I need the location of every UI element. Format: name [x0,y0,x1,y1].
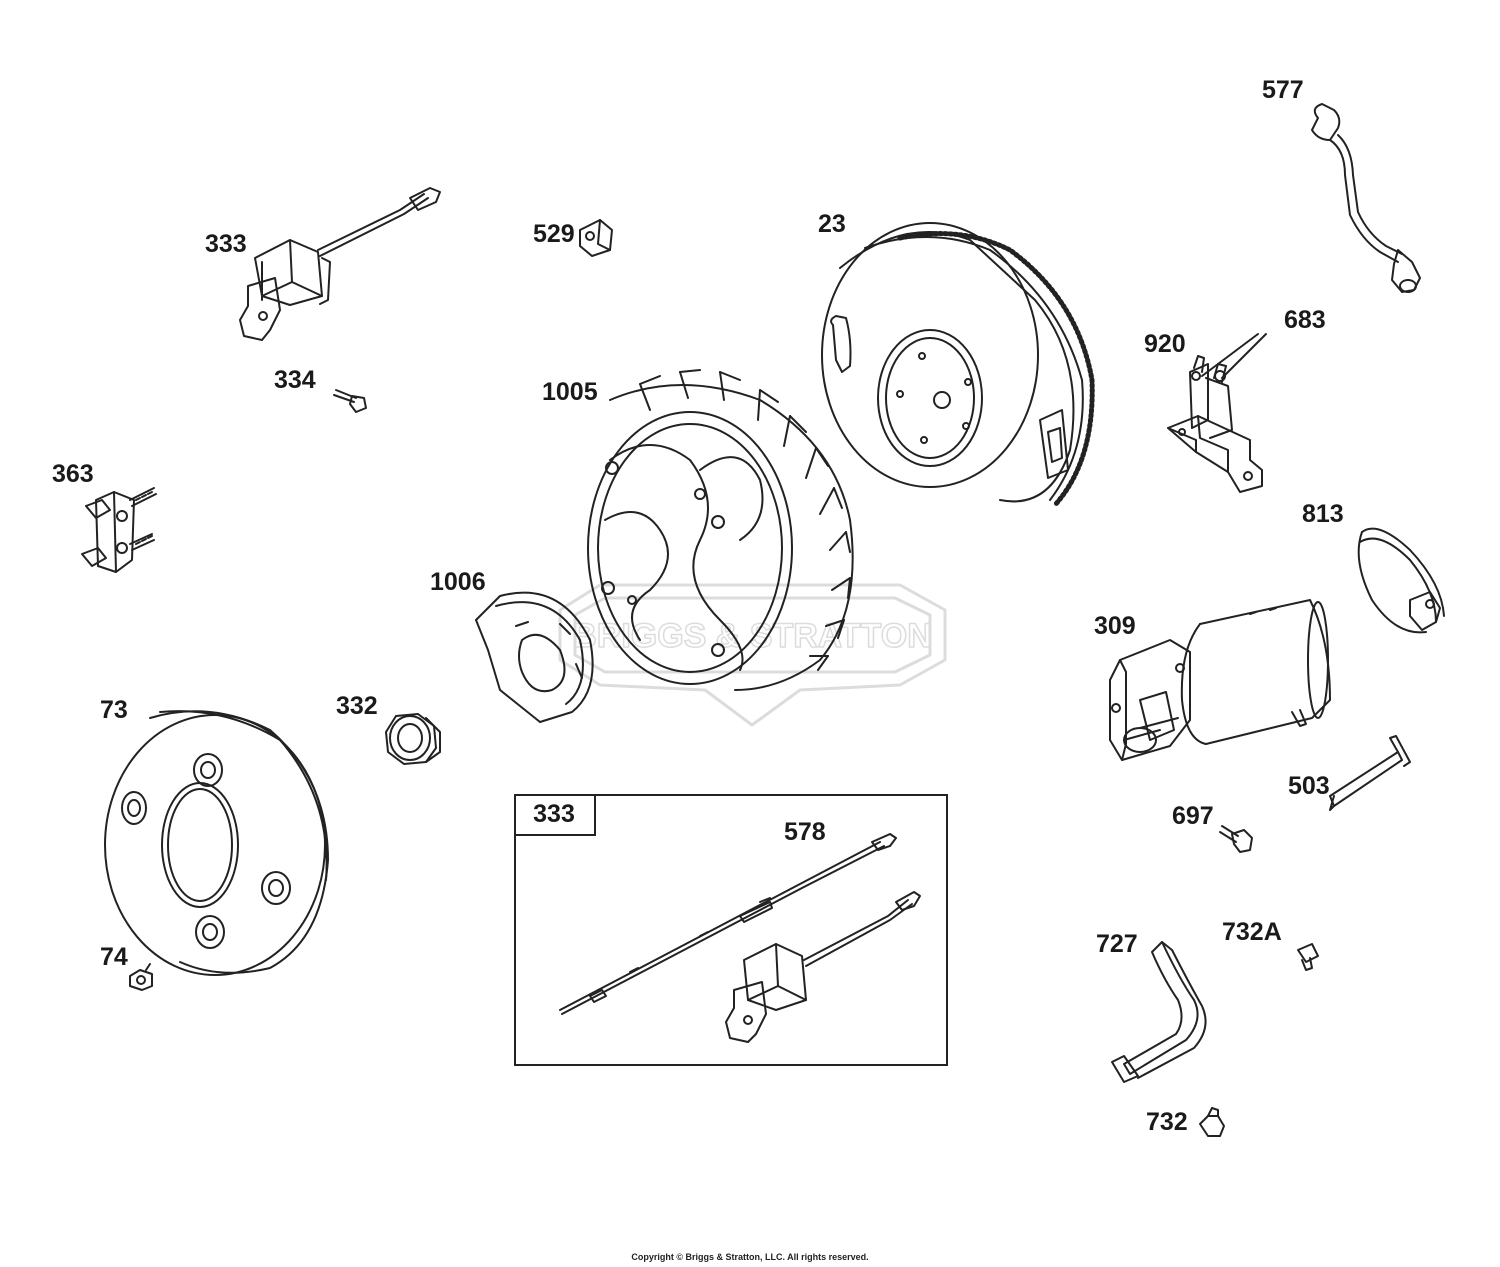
nut-732 [1199,1107,1225,1137]
flywheel-cover-73 [104,710,329,976]
coil-screw-334 [333,389,367,413]
starter-solenoid-920 [1167,333,1267,493]
bracket-727 [1111,941,1207,1083]
callout-309: 309 [1094,612,1136,640]
callout-727: 727 [1096,930,1138,958]
kit-box-label: 333 [514,794,596,836]
callout-332: 332 [336,692,378,720]
callout-363: 363 [52,460,94,488]
strap-503 [1329,735,1411,811]
ground-wire-578 [559,833,897,1015]
starter-motor-309 [1109,599,1331,761]
callout-503: 503 [1288,772,1330,800]
callout-333: 333 [205,230,247,258]
callout-74: 74 [100,943,128,971]
callout-920: 920 [1144,330,1186,358]
callout-334: 334 [274,366,316,394]
flywheel-key-529 [579,219,613,257]
spark-plug-wire-577 [1311,103,1421,293]
ignition-coil-kit-333 [725,891,921,1043]
callout-529: 529 [533,220,575,248]
callout-23: 23 [818,210,846,238]
callout-577: 577 [1262,76,1304,104]
screw-732a [1297,943,1319,971]
fan-retainer-1006 [475,591,594,723]
flywheel-23 [821,222,1095,508]
callout-578: 578 [784,818,826,846]
callout-73: 73 [100,696,128,724]
mounting-bracket-363 [81,487,157,573]
callout-732: 732 [1146,1108,1188,1136]
band-clamp-813 [1357,527,1445,634]
bolt-697 [1219,825,1253,853]
callout-683: 683 [1284,306,1326,334]
flywheel-nut-332 [385,713,441,765]
callout-1006: 1006 [430,568,486,596]
callout-697: 697 [1172,802,1214,830]
cover-screw-74 [129,963,153,991]
kit-box-333 [514,794,948,1066]
copyright-notice: Copyright © Briggs & Stratton, LLC. All … [631,1252,869,1262]
callout-813: 813 [1302,500,1344,528]
callout-732a: 732A [1222,918,1282,946]
cooling-fan-1005 [587,369,854,691]
ignition-coil-333 [239,187,441,341]
callout-1005: 1005 [542,378,598,406]
